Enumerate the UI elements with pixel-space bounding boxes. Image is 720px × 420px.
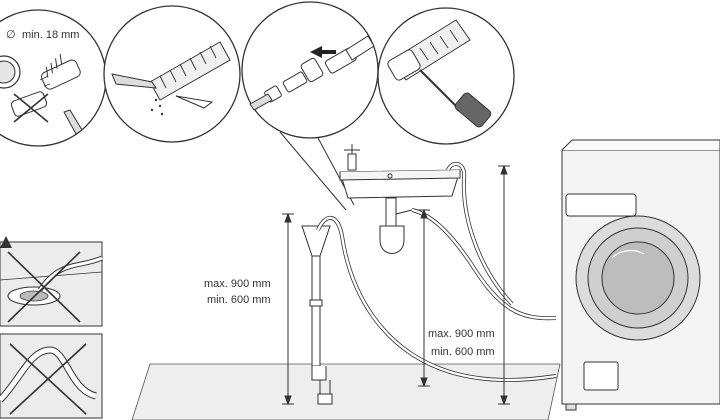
corrugated-hose-end (41, 53, 81, 90)
detergent-drawer (565, 193, 637, 217)
tool-piece (63, 109, 83, 135)
sink-min-label: min. 600 mm (431, 346, 495, 358)
standpipe-max-label: max. 900 mm (204, 278, 271, 290)
filter-cover (583, 361, 619, 391)
detail-circle-clamp-tightening (377, 7, 515, 145)
detail-circle-connector-assembly (241, 1, 379, 139)
callout-lines (279, 131, 355, 211)
standpipe-height-dimension (282, 212, 294, 406)
sink-height-dimension (418, 164, 510, 406)
diameter-symbol: ∅ (6, 29, 16, 41)
detail-circle-hose-diameter (0, 9, 107, 147)
standpipe-min-label: min. 600 mm (207, 294, 271, 306)
washing-machine (561, 139, 720, 411)
sink-max-label: max. 900 mm (428, 328, 495, 340)
warning-panel-floor-drain (0, 236, 104, 327)
detail-circle-hose-cutting (103, 5, 241, 143)
floor-plane (131, 363, 561, 420)
warning-triangle-icon (0, 236, 12, 248)
cross-out-icon (9, 343, 87, 415)
warning-panel-hose-kink (0, 333, 103, 419)
hose-diameter-label: min. 18 mm (22, 29, 79, 41)
cross-out-icon (7, 251, 81, 323)
cross-out-icon (13, 93, 49, 123)
drain-hose-over-sink (446, 161, 514, 306)
arrow-icon (310, 46, 336, 58)
hose-cut-end (10, 91, 48, 117)
sink (339, 144, 461, 254)
